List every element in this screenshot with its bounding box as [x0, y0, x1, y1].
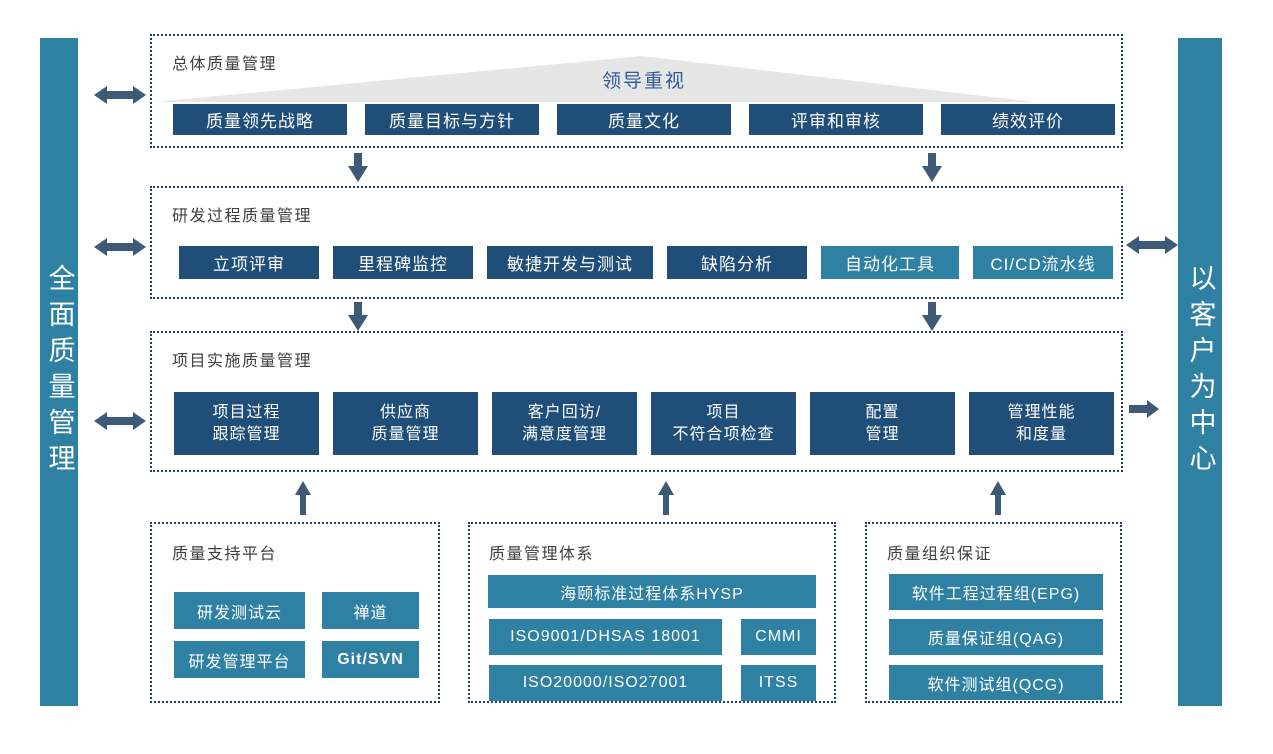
down-arrow-icon: [922, 153, 942, 182]
section-title: 质量管理体系: [489, 546, 595, 563]
section-title: 项目实施质量管理: [172, 353, 313, 370]
diagram-node: ITSS: [741, 665, 816, 701]
project-node-row: 项目过程 跟踪管理 供应商 质量管理 客户回访/ 满意度管理 项目 不符合项检查…: [174, 392, 1114, 455]
left-right-arrow-icon: [94, 86, 146, 104]
node-line: 供应商: [379, 403, 431, 421]
diagram-node: 项目 不符合项检查: [651, 392, 796, 455]
diagram-node: 禅道: [322, 592, 419, 629]
diagram-node: ISO9001/DHSAS 18001: [489, 619, 722, 655]
diagram-node: Git/SVN: [322, 641, 419, 678]
node-line: 满意度管理: [521, 425, 607, 443]
customer-centric-side-bar-label: 以客户为中心: [1185, 264, 1216, 480]
left-right-arrow-icon: [1126, 236, 1178, 254]
node-line: 不符合项检查: [672, 425, 775, 443]
diagram-node: 研发管理平台: [174, 641, 305, 678]
system-node-row: 海颐标准过程体系HYSP: [488, 575, 816, 608]
customer-centric-side-bar: 以客户为中心: [1178, 38, 1222, 706]
section-quality-org: 质量组织保证 软件工程过程组(EPG) 质量保证组(QAG) 软件测试组(QCG…: [865, 522, 1122, 703]
diagram-node: 质量文化: [557, 104, 731, 135]
left-right-arrow-icon: [94, 238, 146, 256]
total-quality-side-bar: 全面质量管理: [40, 38, 78, 706]
overall-node-row: 质量领先战略 质量目标与方针 质量文化 评审和审核 绩效评价: [173, 104, 1115, 135]
system-node-row: ISO9001/DHSAS 18001 CMMI: [489, 619, 816, 655]
diagram-node: 项目过程 跟踪管理: [174, 392, 319, 455]
right-arrow-icon: [1129, 400, 1159, 418]
section-title: 质量组织保证: [887, 546, 993, 563]
section-overall-quality: 领导重视 总体质量管理 质量领先战略 质量目标与方针 质量文化 评审和审核 绩效…: [150, 34, 1123, 148]
node-line: 配置: [865, 403, 900, 421]
left-right-arrow-icon: [94, 412, 146, 430]
leadership-banner-label: 领导重视: [601, 71, 686, 92]
diagram-node: 管理性能 和度量: [969, 392, 1114, 455]
diagram-node: 自动化工具: [821, 246, 959, 279]
section-project-impl-quality: 项目实施质量管理 项目过程 跟踪管理 供应商 质量管理 客户回访/ 满意度管理 …: [150, 331, 1123, 472]
diagram-node: 供应商 质量管理: [333, 392, 478, 455]
section-title: 研发过程质量管理: [172, 208, 313, 225]
diagram-node: 软件工程过程组(EPG): [889, 574, 1103, 610]
system-node-row: ISO20000/ISO27001 ITSS: [489, 665, 816, 701]
diagram-node: CMMI: [741, 619, 816, 655]
node-line: 管理性能: [1007, 403, 1076, 421]
diagram-node: 配置 管理: [810, 392, 955, 455]
diagram-node: 评审和审核: [749, 104, 923, 135]
diagram-node: 海颐标准过程体系HYSP: [488, 575, 816, 608]
section-rnd-process-quality: 研发过程质量管理 立项评审 里程碑监控 敏捷开发与测试 缺陷分析 自动化工具 C…: [150, 186, 1123, 299]
diagram-node: 研发测试云: [174, 592, 305, 629]
diagram-node: 敏捷开发与测试: [487, 246, 653, 279]
rnd-node-row: 立项评审 里程碑监控 敏捷开发与测试 缺陷分析 自动化工具 CI/CD流水线: [179, 246, 1113, 279]
down-arrow-icon: [348, 153, 368, 182]
section-quality-system: 质量管理体系 海颐标准过程体系HYSP ISO9001/DHSAS 18001 …: [468, 522, 836, 703]
diagram-node: 缺陷分析: [667, 246, 807, 279]
diagram-node: CI/CD流水线: [973, 246, 1113, 279]
diagram-node: 里程碑监控: [333, 246, 473, 279]
section-quality-platform: 质量支持平台 研发测试云 禅道 研发管理平台 Git/SVN: [150, 522, 440, 703]
down-arrow-icon: [922, 302, 942, 331]
node-line: 项目: [706, 403, 741, 421]
node-line: 管理: [865, 425, 900, 443]
node-line: 跟踪管理: [212, 425, 281, 443]
platform-node-row: 研发管理平台 Git/SVN: [174, 641, 419, 678]
diagram-node: 客户回访/ 满意度管理: [492, 392, 637, 455]
node-line: 质量管理: [371, 425, 440, 443]
section-title: 总体质量管理: [172, 56, 278, 73]
org-node-row: 软件测试组(QCG): [889, 665, 1103, 700]
org-node-row: 质量保证组(QAG): [889, 619, 1103, 655]
up-arrow-icon: [295, 481, 311, 515]
diagram-node: 立项评审: [179, 246, 319, 279]
diagram-node: 质量领先战略: [173, 104, 347, 135]
org-node-row: 软件工程过程组(EPG): [889, 574, 1103, 610]
diagram-node: 质量保证组(QAG): [889, 619, 1103, 655]
platform-node-row: 研发测试云 禅道: [174, 592, 419, 629]
total-quality-side-bar-label: 全面质量管理: [44, 264, 75, 480]
up-arrow-icon: [658, 481, 674, 515]
down-arrow-icon: [348, 302, 368, 331]
diagram-node: 软件测试组(QCG): [889, 665, 1103, 700]
node-line: 和度量: [1015, 425, 1067, 443]
node-line: 客户回访/: [527, 403, 602, 421]
node-line: 项目过程: [212, 403, 281, 421]
diagram-node: 质量目标与方针: [365, 104, 539, 135]
diagram-node: 绩效评价: [941, 104, 1115, 135]
section-title: 质量支持平台: [172, 546, 278, 563]
up-arrow-icon: [990, 481, 1006, 515]
diagram-node: ISO20000/ISO27001: [489, 665, 722, 701]
